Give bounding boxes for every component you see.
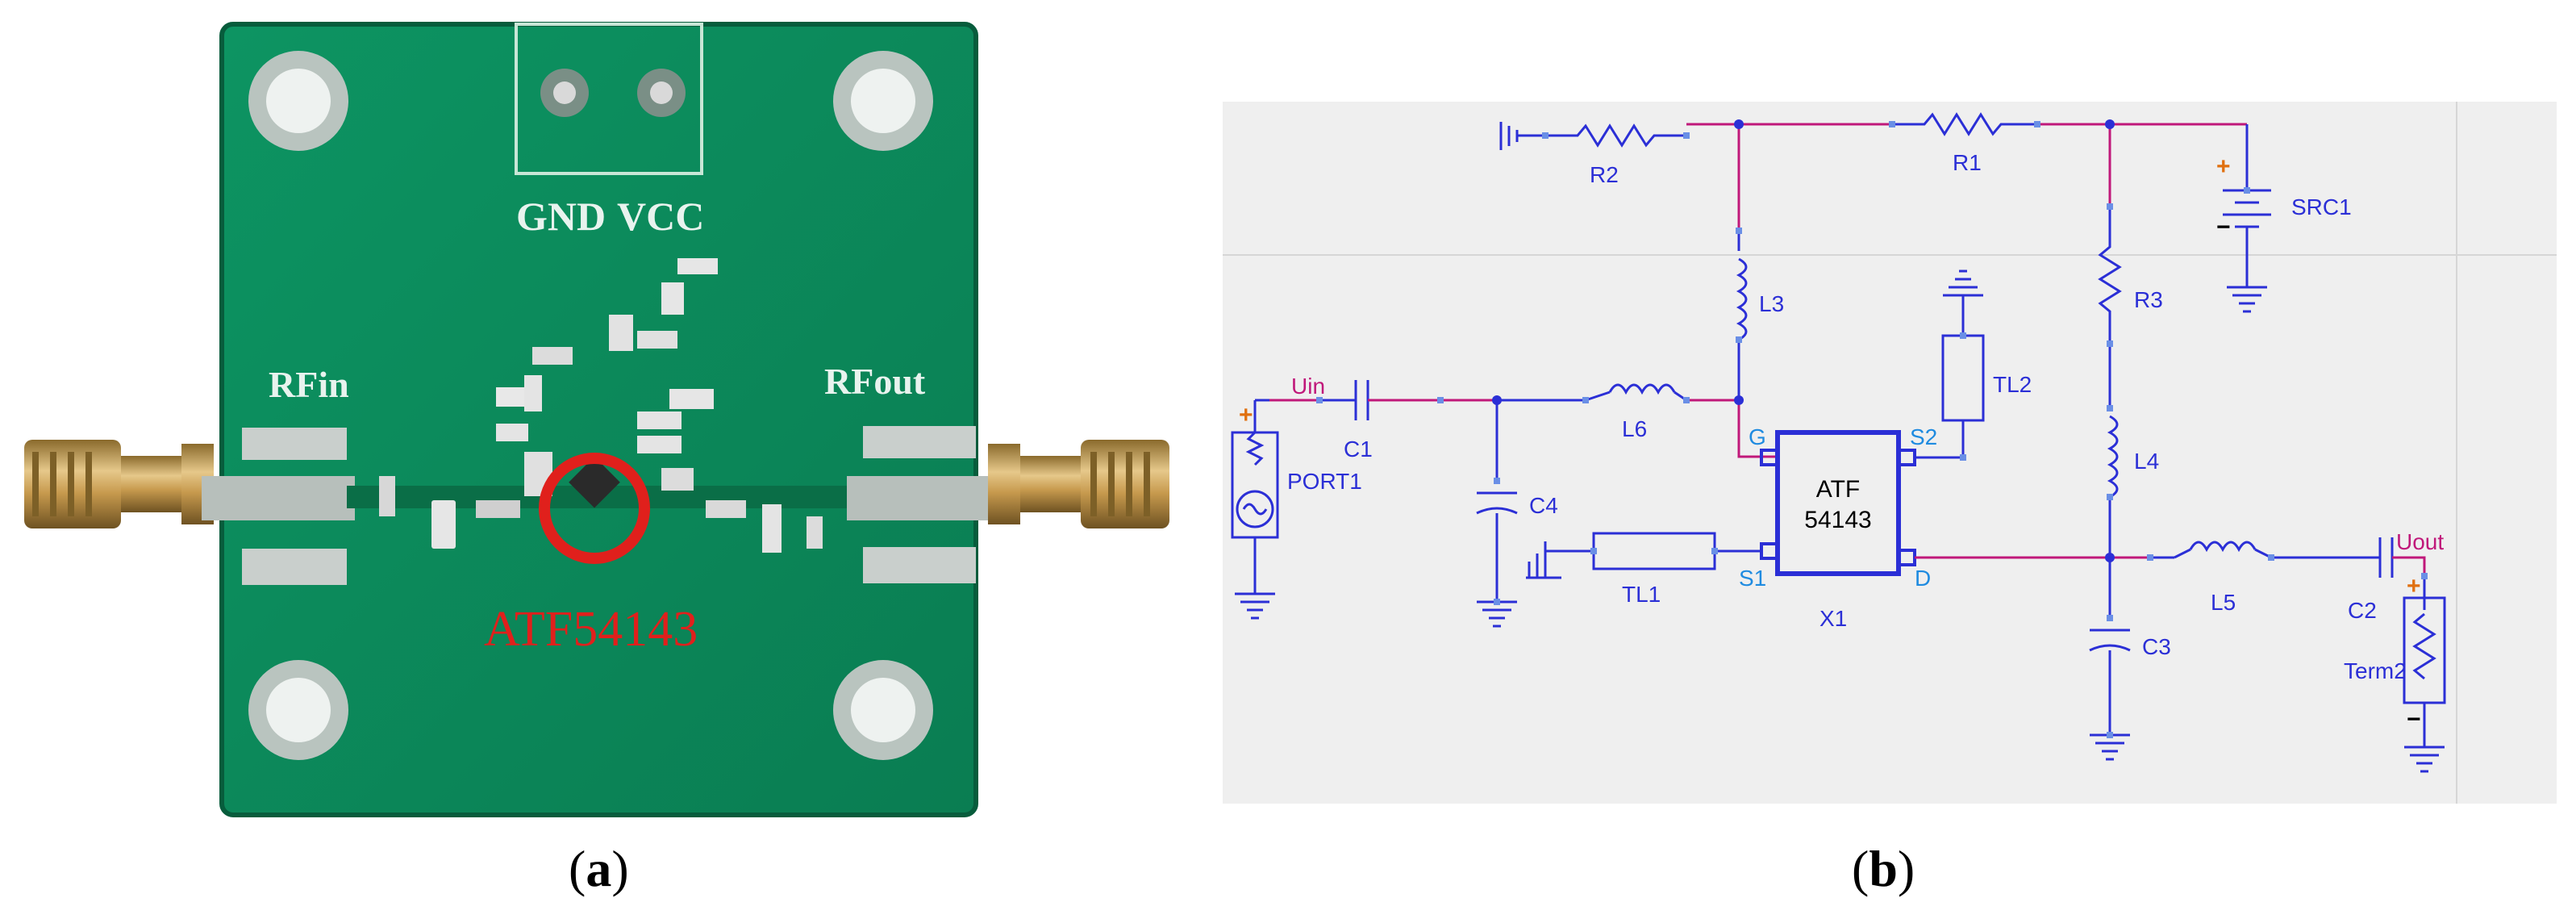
label-c2: C2 <box>2348 598 2377 623</box>
smd-components <box>379 258 823 553</box>
chip-name-line2: 54143 <box>1804 507 1871 533</box>
junction-dots <box>1492 119 2115 562</box>
pin-markers <box>1316 121 2428 738</box>
label-tl2: TL2 <box>1993 372 2032 397</box>
label-pin-s2: S2 <box>1910 424 1937 449</box>
term2-load <box>2403 576 2446 773</box>
label-pin-s1: S1 <box>1739 566 1766 591</box>
caption-a-letter: a <box>586 840 612 897</box>
pcb-board <box>222 24 976 815</box>
term2-minus: − <box>2407 706 2421 733</box>
label-l6: L6 <box>1622 416 1647 441</box>
gnd-label: GND <box>516 194 606 239</box>
sma-connector-in <box>24 440 214 528</box>
resistor-r2 <box>1545 123 1686 148</box>
label-tl1: TL1 <box>1622 582 1661 607</box>
label-l5: L5 <box>2211 590 2236 615</box>
label-l4: L4 <box>2134 449 2159 474</box>
tl2-stub <box>1915 269 1985 459</box>
label-term2: Term2 <box>2344 658 2407 683</box>
chip-name-line1: ATF <box>1816 476 1860 503</box>
label-c4: C4 <box>1529 493 1558 518</box>
label-r1: R1 <box>1953 150 1982 175</box>
label-src1: SRC1 <box>2291 194 2352 219</box>
label-pin-d: D <box>1915 566 1931 591</box>
label-r3: R3 <box>2134 287 2163 312</box>
transistor-x1 <box>1775 430 1901 576</box>
ground-r2 <box>1499 122 1545 150</box>
src1-plus: + <box>2216 153 2231 180</box>
label-uout: Uout <box>2396 529 2444 554</box>
inductor-l5 <box>2189 541 2257 553</box>
resistor-r3 <box>2098 207 2122 344</box>
schematic-background <box>1223 102 2557 804</box>
port1-plus: + <box>1239 402 1253 428</box>
chip-highlight-circle <box>539 453 650 564</box>
label-c3: C3 <box>2142 634 2171 659</box>
term2-plus: + <box>2407 573 2421 599</box>
connector-pads <box>202 426 988 585</box>
rfout-label: RFout <box>824 361 926 402</box>
label-pin-g: G <box>1749 424 1766 449</box>
label-x1: X1 <box>1819 606 1847 631</box>
inductor-l3 <box>1736 257 1748 341</box>
src1-minus: − <box>2216 214 2231 240</box>
atf54143-chip <box>569 456 620 508</box>
label-port1: PORT1 <box>1287 469 1362 494</box>
port1-source <box>1231 399 1279 620</box>
label-l3: L3 <box>1759 291 1784 316</box>
label-uin: Uin <box>1291 374 1325 399</box>
inductor-l6 <box>1608 383 1676 395</box>
label-r2: R2 <box>1590 162 1619 187</box>
inductor-l4 <box>2107 415 2119 499</box>
vcc-label: VCC <box>617 194 704 239</box>
resistor-r1 <box>1892 112 2037 136</box>
power-header-pins <box>540 69 686 117</box>
caption-b-letter: b <box>1869 840 1898 897</box>
chip-label: ATF54143 <box>484 602 698 657</box>
sma-connector-out <box>988 440 1169 528</box>
label-c1: C1 <box>1344 437 1373 462</box>
rfin-label: RFin <box>269 364 349 405</box>
pcb-photo: GND VCC RFin RFout <box>24 22 1169 817</box>
power-header-outline <box>515 23 703 175</box>
schematic: R2 R1 SRC1 L3 R3 TL2 L4 C1 L6 PORT1 C4 T… <box>1223 102 2557 804</box>
mounting-holes <box>248 51 933 760</box>
caption-a: (a) <box>569 840 629 897</box>
caption-b: (b) <box>1852 840 1915 897</box>
